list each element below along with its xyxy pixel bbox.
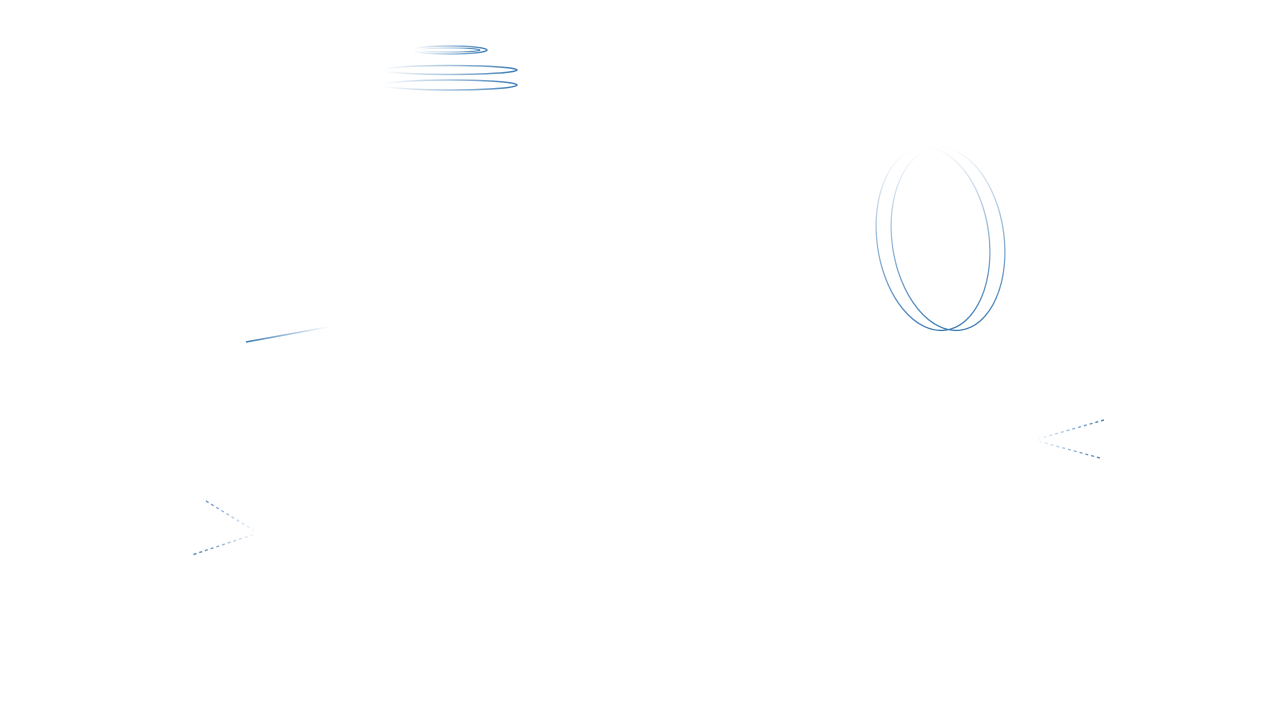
gradient-stroke-graphic [245,326,329,343]
helix-ring-top-inner [419,47,481,53]
chevron-left-dashed-icon [1031,419,1105,459]
ring-front [890,146,1006,332]
chevron-right-dashed-icon [191,500,260,556]
gradient-line [245,326,329,343]
chevron-right-stroke [191,500,260,556]
helix-ring-middle [382,64,518,76]
ring-back [875,146,991,332]
double-ring-graphic [875,146,1006,332]
chevron-left-stroke [1031,419,1105,459]
helix-ring-top [412,45,488,55]
helix-ring-bottom [382,79,518,91]
helix-rings-graphic [382,16,518,94]
